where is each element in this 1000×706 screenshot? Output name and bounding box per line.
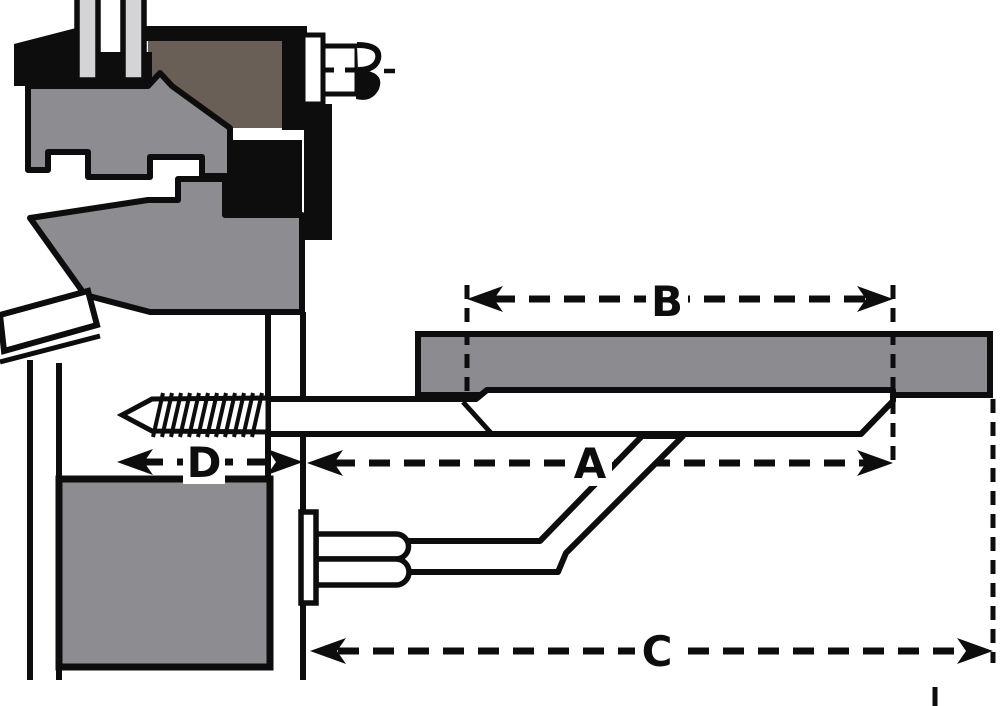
sill-board-underline: [0, 333, 101, 365]
operator-linkage: [298, 433, 686, 606]
extension-lines: [464, 285, 996, 706]
bolt-washer: [300, 32, 326, 107]
dimension-labels: B A D C: [183, 276, 688, 676]
window-section: [0, 0, 332, 365]
label-b-backing: [646, 276, 688, 322]
seal-column: [304, 104, 332, 240]
mounting-plate: [298, 509, 319, 606]
sill-board: [0, 287, 101, 355]
dim-label-c: C: [642, 627, 673, 676]
dim-b-arrow-right-icon: [857, 286, 893, 312]
track-bar: [415, 331, 993, 398]
label-d-backing: [183, 438, 225, 484]
dim-d-arrow-right-icon: [267, 449, 303, 475]
dim-label-b: B: [651, 277, 683, 326]
glazing-bead: [14, 28, 76, 86]
dim-b-arrow-left-icon: [467, 286, 503, 312]
lag-screw-threads: [151, 392, 264, 438]
glass-pane-inner: [74, 0, 101, 83]
fastener-and-arm: [116, 32, 896, 438]
dim-c-arrow-right-icon: [957, 638, 993, 664]
seal-block: [225, 140, 302, 213]
frame-profile: [27, 176, 305, 315]
gasket-right-band: [282, 30, 305, 130]
support-block: [55, 475, 274, 671]
dim-label-a: A: [574, 439, 607, 488]
bolt-head-top: [356, 42, 382, 73]
link-arm-lower: [313, 556, 412, 588]
sash-profile: [25, 70, 233, 180]
gasket-top-band: [142, 26, 307, 41]
dim-a-arrow-left-icon: [307, 450, 343, 476]
dim-c-arrow-left-icon: [310, 638, 346, 664]
dim-a-arrow-right-icon: [857, 450, 893, 476]
operator-arm: [265, 387, 896, 437]
label-c-backing: [635, 626, 679, 674]
link-arm-upper: [313, 531, 412, 562]
dim-d-arrow-left-icon: [117, 449, 153, 475]
wall-structure: [27, 312, 306, 680]
label-a-backing: [568, 439, 612, 486]
dim-label-d: D: [187, 438, 222, 487]
glass-pane-outer: [120, 0, 147, 83]
link-strap: [399, 433, 686, 575]
arm-joint-line: [461, 400, 493, 435]
bolt-head-bottom: [356, 69, 381, 100]
